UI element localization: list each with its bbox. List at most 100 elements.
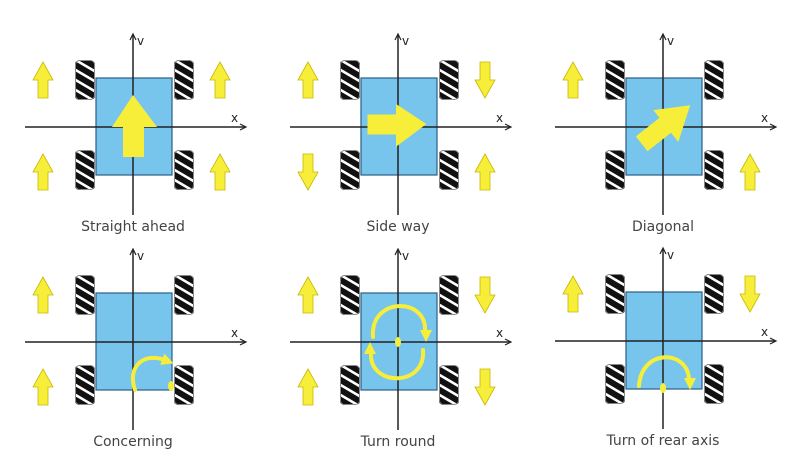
x-axis-label: x (231, 326, 238, 340)
wheel-stripe (174, 180, 194, 190)
wheel-stripe (605, 364, 625, 365)
wheel-stripe (174, 305, 194, 315)
wheel-outline (174, 365, 194, 405)
wheel-stripe (704, 150, 724, 171)
wheel-stripe (340, 395, 360, 405)
wheel-stripe (704, 364, 724, 385)
wheel-stripe (605, 60, 625, 81)
wheel-stripe (73, 100, 97, 121)
wheel-stripe (605, 394, 625, 404)
wheel-outline (605, 60, 625, 100)
y-axis-arrowhead (394, 247, 402, 256)
wheel-front-left (603, 274, 627, 335)
wheel-stripe (439, 70, 459, 91)
x-axis-arrowhead (504, 123, 513, 131)
wheel-direction-arrow-bl-up (32, 153, 54, 191)
wheel-front-right (702, 274, 726, 335)
wheel-stripe (340, 90, 360, 100)
wheel-stripe (439, 60, 459, 81)
wheel-stripe (704, 150, 724, 151)
wheel-front-left (603, 60, 627, 121)
wheel-direction-arrow-tl-up (562, 61, 584, 99)
wheel-stripe (605, 160, 625, 181)
wheel-stripe (174, 170, 194, 190)
motion-label: Diagonal (632, 219, 694, 235)
wheel-stripe (704, 80, 724, 100)
x-axis-arrowhead (504, 338, 513, 346)
wheel-stripe (340, 375, 360, 396)
wheel-outline (439, 365, 459, 405)
rotation-arc (637, 355, 691, 388)
x-axis-arrowhead (239, 338, 248, 346)
motion-arrow-forward (112, 95, 157, 157)
rotation-arc-top (370, 304, 428, 339)
wheel-front-left (338, 60, 362, 121)
y-axis-arrowhead (659, 246, 667, 255)
wheel-stripe (439, 150, 459, 151)
wheel-outline (340, 150, 360, 190)
y-axis-arrowhead (129, 32, 137, 41)
wheel-outline (605, 150, 625, 190)
wheel-rear-right (172, 365, 196, 426)
wheel-stripe (439, 285, 459, 306)
wheel-stripe (174, 160, 194, 181)
wheel-outline (75, 275, 95, 315)
wheel-direction-arrow-br-up (474, 153, 496, 191)
wheel-stripe (75, 275, 95, 276)
wheel-stripe (340, 150, 360, 151)
x-axis-arrowhead (769, 123, 778, 131)
wheel-direction-arrow-bl-up (32, 368, 54, 406)
wheel-stripe (704, 70, 724, 91)
wheel-direction-arrow-br-up (209, 153, 231, 191)
wheel-stripe (75, 160, 95, 181)
wheel-stripe (437, 405, 461, 426)
wheel-stripe (439, 365, 459, 386)
wheel-stripe (439, 60, 459, 61)
wheel-front-left (73, 275, 97, 336)
wheel-outline (340, 60, 360, 100)
wheel-stripe (605, 374, 625, 395)
wheel-stripe (338, 100, 362, 121)
rotation-arc-head (684, 378, 696, 390)
wheel-stripe (605, 274, 625, 295)
motion-arrow-diagonal (635, 105, 691, 152)
motion-label: Side way (366, 219, 429, 235)
wheel-stripe (439, 275, 459, 276)
wheel-stripe (704, 60, 724, 81)
wheel-stripe (605, 90, 625, 100)
y-axis-label: v (137, 34, 144, 48)
wheel-direction-arrow-tr-down (474, 61, 496, 99)
wheel-direction-arrow-br-down (474, 368, 496, 406)
wheel-outline (75, 365, 95, 405)
wheel-outline (174, 275, 194, 315)
wheel-stripe (172, 405, 196, 426)
y-axis-label: v (667, 34, 674, 48)
wheel-stripe (75, 375, 95, 396)
x-axis-label: x (496, 326, 503, 340)
wheel-stripe (603, 314, 627, 335)
wheel-stripe (439, 395, 459, 405)
wheel-outline (75, 150, 95, 190)
y-axis-label: v (402, 249, 409, 263)
wheel-stripe (704, 284, 724, 305)
x-axis-label: x (231, 111, 238, 125)
rotation-arc-head (160, 353, 174, 365)
wheel-outline (704, 60, 724, 100)
wheel-stripe (340, 365, 360, 386)
wheel-front-right (439, 275, 459, 315)
y-axis-label: v (137, 249, 144, 263)
wheel-stripe (340, 385, 360, 405)
wheel-stripe (73, 315, 97, 336)
wheel-front-right (174, 60, 194, 100)
wheel-stripe (702, 314, 726, 335)
wheel-rear-right (174, 150, 194, 190)
wheel-rear-right (437, 365, 461, 426)
pivot-point (660, 383, 666, 393)
wheel-stripe (439, 365, 459, 366)
wheel-stripe (704, 274, 724, 295)
wheel-stripe (603, 100, 627, 121)
wheel-direction-arrow-tr-down (739, 275, 761, 313)
